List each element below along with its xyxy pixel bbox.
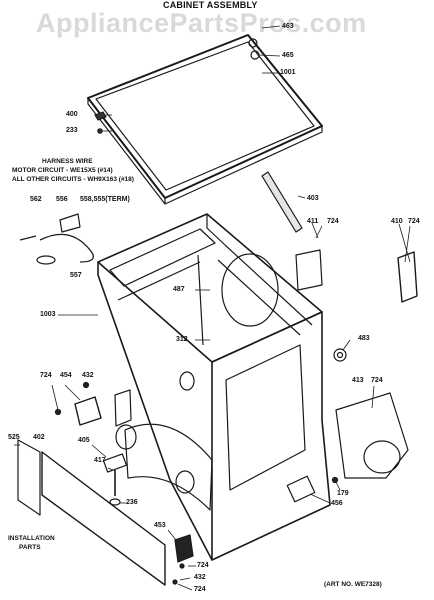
part-label: 556 xyxy=(56,196,68,203)
screw-233 xyxy=(97,128,103,134)
harness-heading: HARNESS WIRE xyxy=(42,158,93,165)
part-label: 233 xyxy=(66,127,78,134)
bolt-179 xyxy=(331,476,339,484)
part-label: 402 xyxy=(33,434,45,441)
part-label: 557 xyxy=(70,272,82,279)
part-label: 1001 xyxy=(280,69,296,76)
cabinet-body xyxy=(97,213,331,561)
part-label: 456 xyxy=(331,500,343,507)
part-label: 724 xyxy=(371,377,383,384)
front-panel-402 xyxy=(41,451,166,586)
panel-410 xyxy=(397,251,418,303)
part-label: 454 xyxy=(60,372,72,379)
part-label: 487 xyxy=(173,286,185,293)
harness-other-circuits: ALL OTHER CIRCUITS - WH9X163 (#18) xyxy=(12,176,134,183)
bracket-405 xyxy=(102,453,128,473)
hinge-strip xyxy=(261,171,303,233)
harness-motor-circuit: MOTOR CIRCUIT - WE15X5 (#14) xyxy=(12,167,113,174)
part-label: 410 xyxy=(391,218,403,225)
part-label: 179 xyxy=(337,490,349,497)
installation-parts-line2: PARTS xyxy=(19,544,41,551)
diagram-title: CABINET ASSEMBLY xyxy=(163,0,258,10)
art-number: (ART NO. WE7328) xyxy=(324,581,382,588)
part-label: 465 xyxy=(282,52,294,59)
relay-454 xyxy=(74,396,102,426)
part-label: 417 xyxy=(94,457,106,464)
part-label: 405 xyxy=(78,437,90,444)
bumper-400 xyxy=(94,111,107,121)
part-label: 432 xyxy=(82,372,94,379)
installation-bag-525 xyxy=(17,439,41,516)
part-label: 400 xyxy=(66,111,78,118)
leg-236 xyxy=(109,498,121,506)
access-panel-411 xyxy=(295,249,323,291)
grommet-483 xyxy=(333,348,347,362)
part-label: 413 xyxy=(352,377,364,384)
installation-parts-line1: INSTALLATION xyxy=(8,535,55,542)
part-label: 724 xyxy=(408,218,420,225)
part-label: 463 xyxy=(282,23,294,30)
part-label: 1003 xyxy=(40,311,56,318)
part-label: 483 xyxy=(358,335,370,342)
part-label: 558,555(TERM) xyxy=(80,196,130,203)
kick-panel-413 xyxy=(335,392,409,479)
screw-724-left xyxy=(54,408,62,416)
part-label: 525 xyxy=(8,434,20,441)
part-label: 724 xyxy=(197,562,209,569)
part-label: 403 xyxy=(307,195,319,202)
screw-463 xyxy=(248,38,258,48)
part-label: 432 xyxy=(194,574,206,581)
part-label: 724 xyxy=(40,372,52,379)
part-label: 411 xyxy=(307,218,319,225)
watermark: AppliancePartsPros.com xyxy=(36,8,367,38)
bracket-453 xyxy=(174,534,194,563)
harness-wire xyxy=(39,233,94,263)
part-label: 453 xyxy=(154,522,166,529)
screw-432 xyxy=(82,381,90,389)
part-label: 312 xyxy=(176,336,188,343)
part-label: 236 xyxy=(126,499,138,506)
part-label: 724 xyxy=(327,218,339,225)
part-label: 562 xyxy=(30,196,42,203)
part-label: 724 xyxy=(194,586,206,593)
